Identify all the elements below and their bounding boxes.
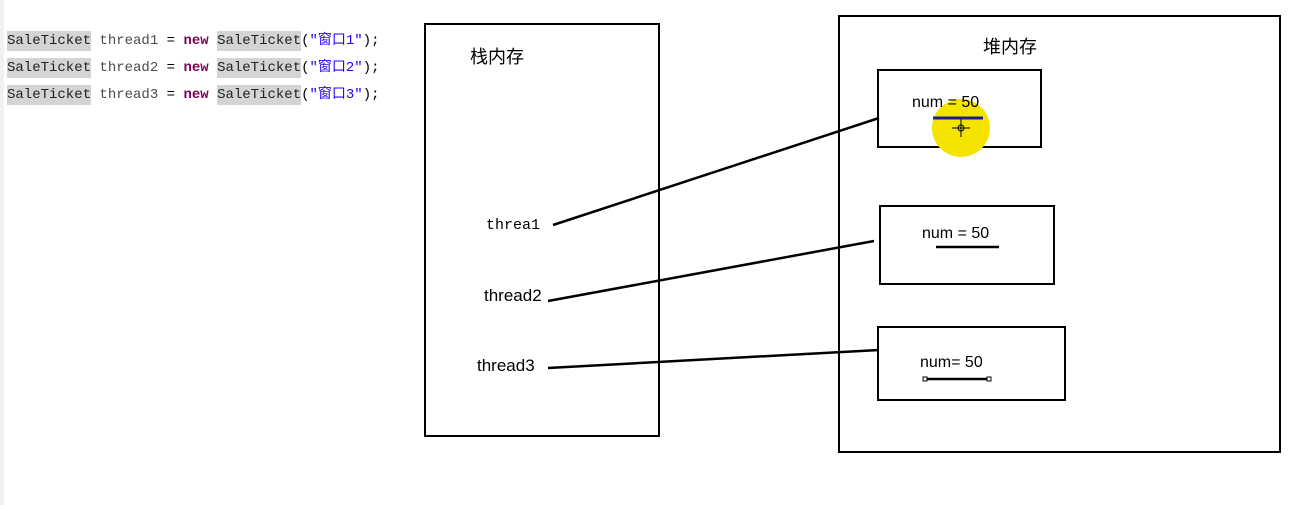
stack-ref-3: thread3 (477, 356, 535, 375)
code-var: thread2 (99, 60, 159, 76)
code-eq: = (158, 33, 184, 49)
heap-object-3 (877, 326, 1066, 401)
heap-object-2-value: num = 50 (922, 225, 990, 242)
move-cursor-icon (952, 119, 970, 137)
code-string: "窗口3" (309, 87, 363, 103)
code-ctor: SaleTicket (217, 85, 302, 105)
code-ctor: SaleTicket (217, 58, 302, 78)
code-line-3: SaleTicket thread3 = new SaleTicket("窗口3… (7, 85, 380, 112)
heap-object-3-value: num= 50 (920, 354, 983, 371)
code-var: thread3 (99, 87, 159, 103)
heap-object-1-value: num = 50 (912, 94, 980, 111)
code-close: ); (362, 33, 380, 49)
code-open: ( (301, 87, 310, 103)
code-eq: = (158, 87, 184, 103)
code-open: ( (301, 60, 310, 76)
selection-handle-right[interactable] (986, 376, 992, 382)
code-close: ); (362, 87, 380, 103)
code-keyword: new (183, 33, 209, 49)
reference-arrow-3 (547, 348, 880, 370)
code-ctor: SaleTicket (217, 31, 302, 51)
stack-memory-box (424, 23, 660, 437)
stack-memory-title: 栈内存 (470, 47, 524, 67)
stack-ref-2: thread2 (484, 286, 542, 305)
heap-object-2 (879, 205, 1055, 285)
reference-arrow-2 (547, 239, 875, 303)
code-line-1: SaleTicket thread1 = new SaleTicket("窗口1… (7, 31, 380, 58)
code-var: thread1 (99, 33, 159, 49)
code-keyword: new (183, 87, 209, 103)
reference-arrow-1 (552, 116, 880, 227)
code-snippet: SaleTicket thread1 = new SaleTicket("窗口1… (7, 31, 380, 112)
code-keyword: new (183, 60, 209, 76)
heap-memory-title: 堆内存 (983, 37, 1037, 57)
code-close: ); (362, 60, 380, 76)
code-string: "窗口1" (309, 33, 363, 49)
code-type: SaleTicket (7, 58, 92, 78)
code-type: SaleTicket (7, 85, 92, 105)
code-string: "窗口2" (309, 60, 363, 76)
window-edge (0, 0, 4, 505)
stack-ref-1: threa1 (486, 217, 541, 234)
code-type: SaleTicket (7, 31, 92, 51)
code-line-2: SaleTicket thread2 = new SaleTicket("窗口2… (7, 58, 380, 85)
code-eq: = (158, 60, 184, 76)
code-open: ( (301, 33, 310, 49)
selection-handle-left[interactable] (922, 376, 928, 382)
heap-memory-box (838, 15, 1281, 453)
